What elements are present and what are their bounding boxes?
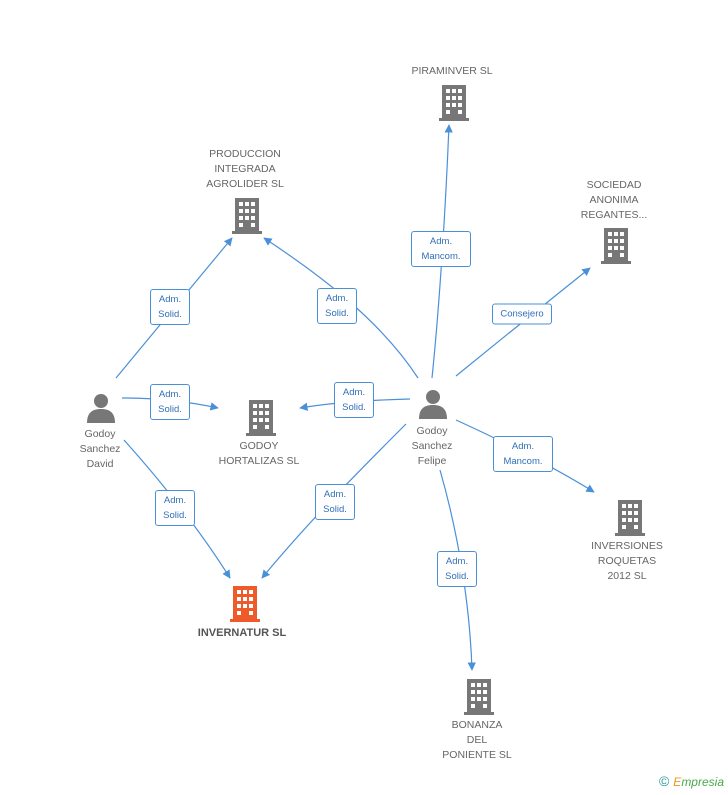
brand-watermark: ©Empresia: [659, 773, 724, 789]
node-label-godoy-sanchez-david[interactable]: Godoy Sanchez David: [79, 428, 121, 470]
edge-label-felipe-inversiones: Adm. Mancom.: [493, 436, 553, 472]
node-label-piraminver[interactable]: PIRAMINVER SL: [411, 65, 493, 77]
building-icon: [464, 679, 494, 715]
edge-label-david-produccion: Adm. Solid.: [150, 289, 190, 325]
copyright-icon: ©: [658, 773, 670, 789]
node-label-produccion[interactable]: PRODUCCION INTEGRADA AGROLIDER SL: [206, 148, 284, 190]
building-icon: [615, 500, 645, 536]
brand-e: E: [673, 775, 682, 789]
building-icon: [230, 586, 260, 622]
edge-label-felipe-hortalizas: Adm. Solid.: [334, 382, 374, 418]
node-label-bonanza-del-poniente[interactable]: BONANZA DEL PONIENTE SL: [442, 719, 512, 761]
node-label-godoy-sanchez-felipe[interactable]: Godoy Sanchez Felipe: [411, 425, 453, 467]
building-icon: [232, 198, 262, 234]
node-label-sociedad[interactable]: SOCIEDAD ANONIMA REGANTES...: [580, 179, 648, 221]
building-icon: [601, 228, 631, 264]
edge-label-felipe-bonanza: Adm. Solid.: [437, 551, 477, 587]
node-label-invernatur[interactable]: INVERNATUR SL: [197, 627, 287, 639]
edge-label-david-hortalizas: Adm. Solid.: [150, 384, 190, 420]
node-label-inversiones-roquetas[interactable]: INVERSIONES ROQUETAS 2012 SL: [591, 540, 663, 582]
building-icon: [439, 85, 469, 121]
person-icon: [87, 394, 115, 423]
person-icon: [419, 390, 447, 419]
edge-label-felipe-sociedad: Consejero: [492, 303, 552, 325]
edge-label-felipe-piraminver: Adm. Mancom.: [411, 231, 471, 267]
edge-label-felipe-invernatur: Adm. Solid.: [315, 484, 355, 520]
brand-name: mpresia: [681, 775, 724, 789]
edge-label-felipe-produccion: Adm. Solid.: [317, 288, 357, 324]
building-icon: [246, 400, 276, 436]
node-label-godoy-hortalizas[interactable]: GODOY HORTALIZAS SL: [218, 440, 300, 467]
edge-label-david-invernatur: Adm. Solid.: [155, 490, 195, 526]
